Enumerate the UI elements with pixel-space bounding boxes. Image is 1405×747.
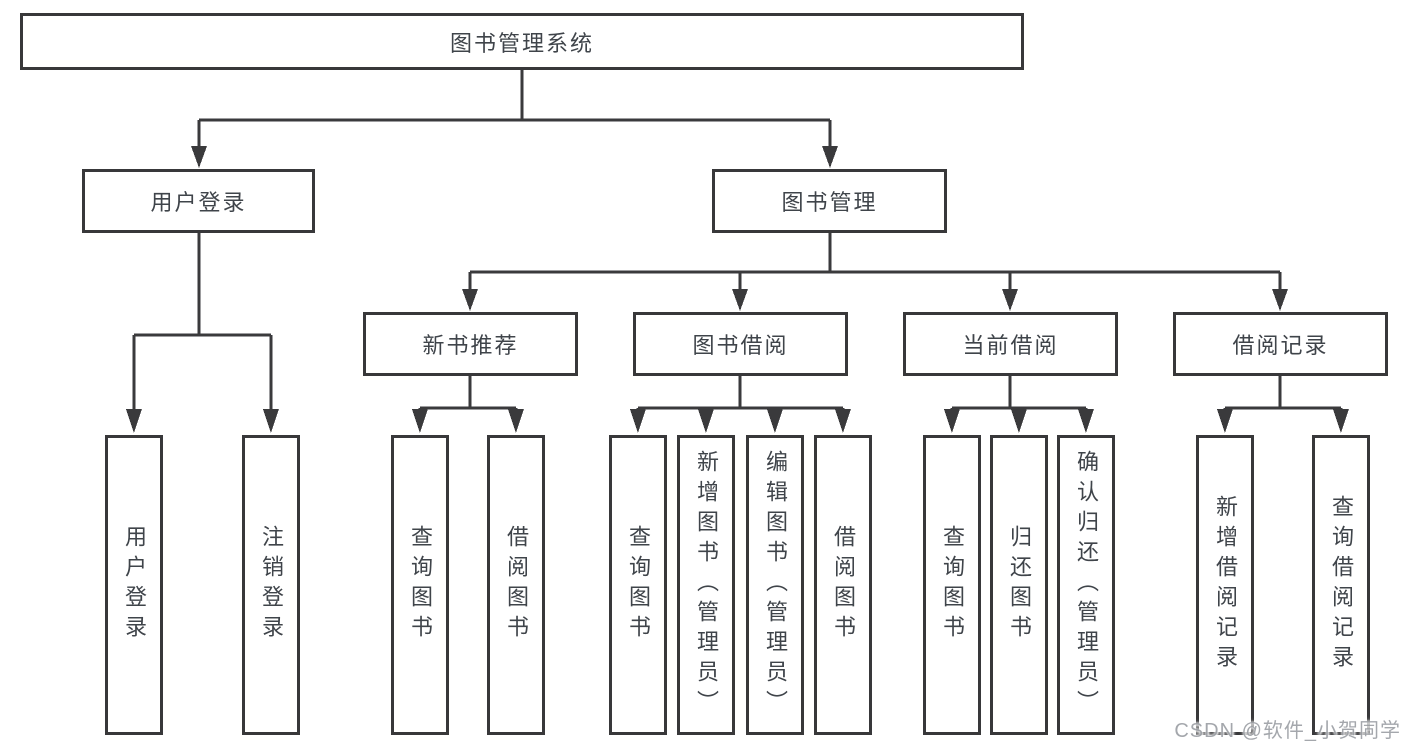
connector-path (468, 233, 1282, 294)
leaf-label: 确认归还（管理员） (1074, 450, 1099, 720)
node-current-borrowing: 当前借阅 (903, 312, 1118, 376)
leaf-label: 新增借阅记录 (1213, 495, 1238, 675)
node-label: 图书借阅 (692, 333, 789, 358)
node-book-management: 图书管理 (712, 169, 947, 233)
arrowhead-icons (126, 146, 1349, 433)
leaf-add-books-admin: 新增图书（管理员） (677, 435, 735, 735)
leaf-label: 借阅图书 (504, 525, 529, 645)
leaf-logout: 注销登录 (242, 435, 300, 735)
leaf-borrow-books-recommend: 借阅图书 (487, 435, 545, 735)
leaf-label: 借阅图书 (831, 525, 856, 645)
node-label: 图书管理 (781, 190, 878, 215)
node-label: 借阅记录 (1232, 333, 1329, 358)
node-label: 当前借阅 (962, 333, 1059, 358)
node-borrow-records: 借阅记录 (1173, 312, 1388, 376)
leaf-edit-books-admin: 编辑图书（管理员） (746, 435, 804, 735)
connector-path (132, 233, 273, 415)
connector-path (1223, 376, 1343, 415)
node-new-book-recommend: 新书推荐 (363, 312, 578, 376)
leaf-query-books-borrowing: 查询图书 (609, 435, 667, 735)
leaf-label: 编辑图书（管理员） (763, 450, 788, 720)
leaf-label: 用户登录 (122, 525, 147, 645)
leaf-label: 注销登录 (259, 525, 284, 645)
leaf-return-books: 归还图书 (990, 435, 1048, 735)
node-label: 图书管理系统 (449, 30, 594, 56)
leaf-user-login: 用户登录 (105, 435, 163, 735)
connector-path (636, 376, 845, 415)
node-label: 新书推荐 (422, 333, 519, 358)
leaf-query-books-current: 查询图书 (923, 435, 981, 735)
csdn-watermark: CSDN @软件_小贺同学 (1174, 720, 1401, 742)
leaf-label: 查询图书 (408, 525, 433, 645)
node-label: 用户登录 (150, 190, 247, 215)
leaf-add-borrow-record: 新增借阅记录 (1196, 435, 1254, 735)
node-book-borrowing: 图书借阅 (633, 312, 848, 376)
leaf-label: 查询借阅记录 (1329, 495, 1354, 675)
leaf-borrow-books: 借阅图书 (814, 435, 872, 735)
connector-path (418, 376, 518, 415)
leaf-query-borrow-record: 查询借阅记录 (1312, 435, 1370, 735)
leaf-label: 归还图书 (1007, 525, 1032, 645)
leaf-label: 新增图书（管理员） (694, 450, 719, 720)
leaf-query-books-recommend: 查询图书 (391, 435, 449, 735)
leaf-confirm-return-admin: 确认归还（管理员） (1057, 435, 1115, 735)
node-user-login: 用户登录 (82, 169, 315, 233)
node-root: 图书管理系统 (20, 13, 1024, 70)
connector-path (197, 70, 832, 152)
leaf-label: 查询图书 (940, 525, 965, 645)
leaf-label: 查询图书 (626, 525, 651, 645)
